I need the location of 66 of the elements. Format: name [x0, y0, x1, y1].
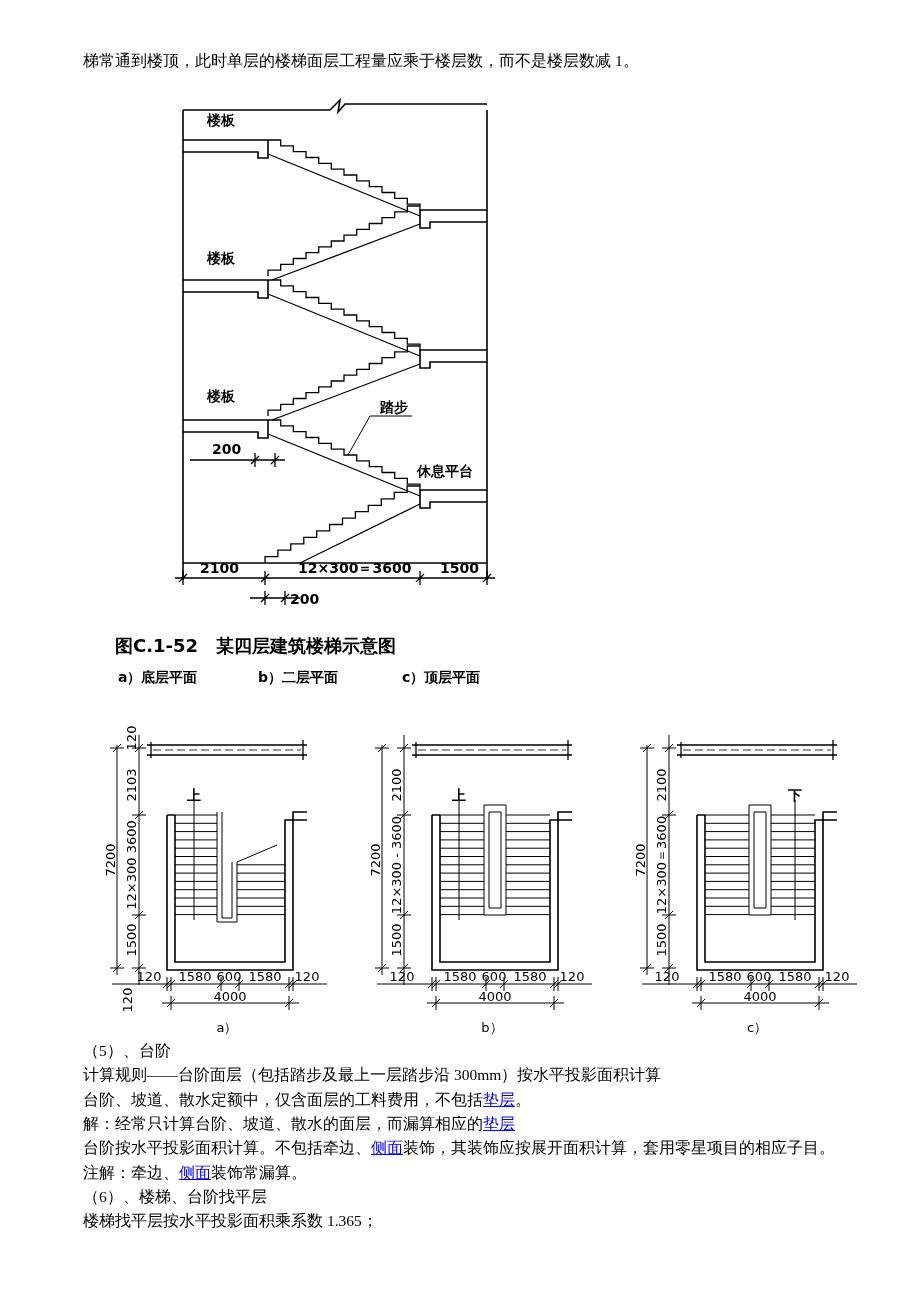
dimension-text: 1580: [708, 969, 742, 983]
dimension-text: 4000: [743, 989, 777, 1003]
direction-label: 上: [452, 788, 466, 802]
dimension-text: 1500: [389, 923, 403, 957]
dimension-text: 1580: [513, 969, 547, 983]
part-label: 休息平台: [417, 464, 473, 478]
dimension-text: 7200: [103, 843, 117, 877]
subfigure-caption: b）: [481, 1020, 503, 1034]
figure-caption: 图C.1-52 某四层建筑楼梯示意图: [115, 637, 397, 655]
subfigure-caption: b）二层平面: [258, 670, 339, 684]
dimension-text: 4000: [213, 989, 247, 1003]
dimension-text: 1500: [440, 561, 479, 575]
body-text: 注解：牵边、侧面装饰常漏算。: [83, 1164, 307, 1180]
dimension-text: 200: [290, 592, 320, 606]
body-text: 台阶、坡道、散水定额中，仅含面层的工料费用，不包括垫层。: [83, 1091, 531, 1108]
part-label: 楼板: [207, 389, 235, 403]
dimension-text: 120: [120, 987, 134, 1013]
dimension-text: 2100: [389, 768, 403, 802]
dimension-text: 1500: [654, 923, 668, 957]
leader-line: [347, 415, 413, 456]
dimension-text: 1580: [178, 969, 212, 983]
dimension-text: 4000: [478, 989, 512, 1003]
direction-label: 上: [187, 788, 201, 802]
dimension-text: 600: [746, 969, 772, 983]
dimension-text: 7200: [633, 843, 647, 877]
subfigure-caption: c）顶层平面: [402, 670, 481, 684]
link: 垫层: [483, 1114, 515, 1132]
dimension-text: 12×300＝3600: [654, 815, 668, 915]
dimension-text: 12×300 - 3600: [389, 815, 403, 915]
subfigure-caption: c）: [746, 1020, 768, 1034]
dimension-text: 2103: [124, 768, 138, 802]
dimension-text: 1580: [443, 969, 477, 983]
dimension-text: 120: [294, 969, 320, 983]
dimension-text: 600: [216, 969, 242, 983]
link: 侧面: [371, 1139, 403, 1157]
body-text: （5）、台阶: [83, 1043, 171, 1059]
subfigure-caption: a）底层平面: [118, 670, 198, 684]
dimension-text: 12×300＝3600: [298, 561, 412, 575]
dimension-text: 12×300 3600: [124, 820, 138, 910]
body-text: 解：经常只计算台阶、坡道、散水的面层，而漏算相应的垫层: [83, 1115, 515, 1132]
dimension-text: 2100: [654, 768, 668, 802]
direction-label: 下: [788, 788, 802, 802]
body-text: 计算规则——台阶面层（包括踏步及最上一层踏步沿 300mm）按水平投影面积计算: [83, 1067, 662, 1083]
dimension-text: 200: [212, 442, 242, 456]
link: 侧面: [179, 1163, 211, 1181]
dimension-text: 1500: [124, 923, 138, 957]
dimension-text: 120: [654, 969, 680, 983]
dimension-text: 600: [481, 969, 507, 983]
part-label: 楼板: [207, 251, 235, 265]
dimension-text: 120: [389, 969, 415, 983]
body-text: （6）、楼梯、台阶找平层: [83, 1188, 267, 1205]
dimension-text: 120: [124, 725, 138, 751]
dimension-text: 1580: [778, 969, 812, 983]
subfigure-caption: a）: [216, 1020, 238, 1034]
dimension-text: 2100: [200, 561, 239, 575]
dimension-text: 120: [559, 969, 585, 983]
link: 垫层: [483, 1090, 515, 1108]
body-text: 楼梯找平层按水平投影面积乘系数 1.365；: [83, 1213, 378, 1229]
dimension-text: 7200: [368, 843, 382, 877]
part-label: 踏步: [380, 400, 408, 414]
part-label: 楼板: [207, 113, 235, 127]
dimension-text: 120: [136, 969, 162, 983]
body-text: 梯常通到楼顶，此时单层的楼梯面层工程量应乘于楼层数，而不是楼层数减 1。: [83, 53, 639, 69]
dimension-text: 120: [824, 969, 850, 983]
dimension-text: 1580: [248, 969, 282, 983]
body-text: 台阶按水平投影面积计算。不包括牵边、侧面装饰，其装饰应按展开面积计算，套用零星项目的相应子目。: [83, 1140, 835, 1156]
